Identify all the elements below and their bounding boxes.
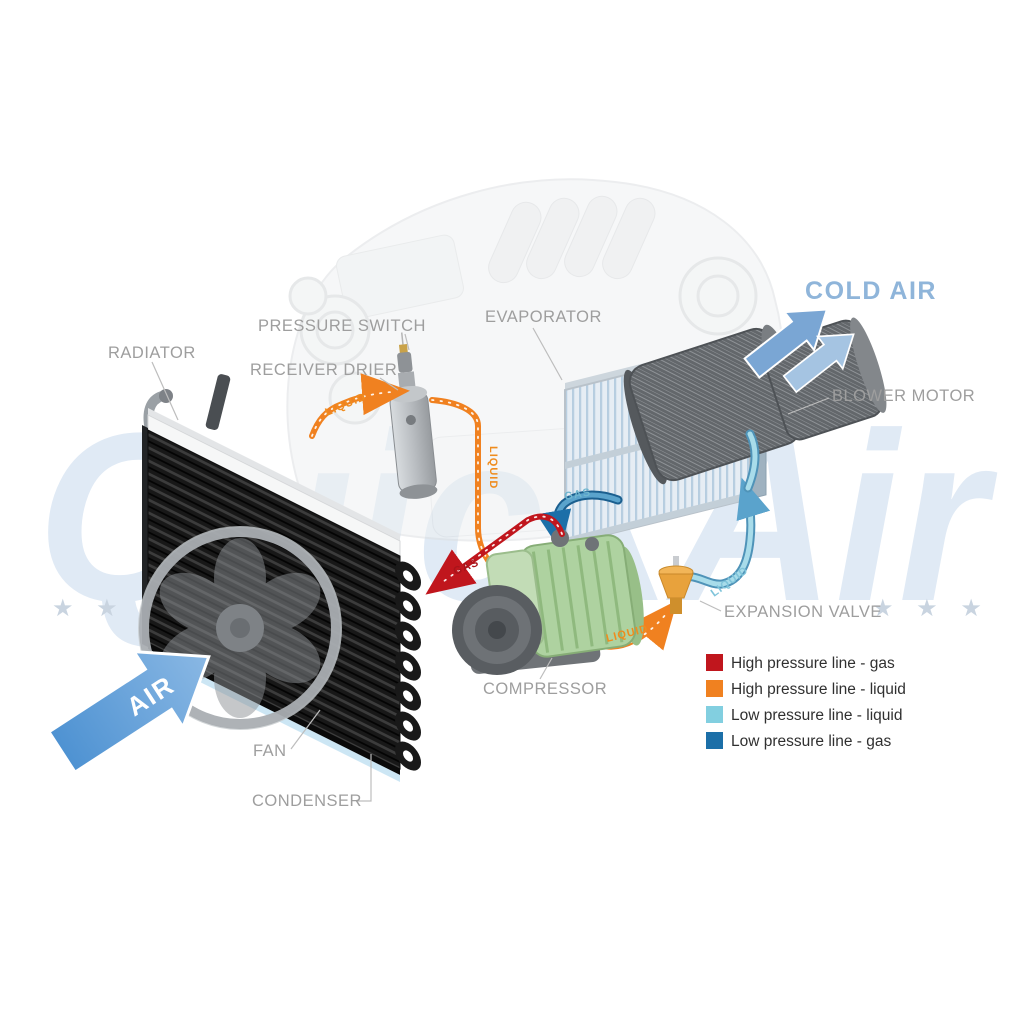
legend: High pressure line - gas High pressure l… <box>706 654 906 750</box>
legend-swatch-lp-gas <box>706 732 723 749</box>
legend-label-lp-liquid: Low pressure line - liquid <box>731 707 902 724</box>
evaporator-label: EVAPORATOR <box>485 308 602 326</box>
compressor-label: COMPRESSOR <box>483 680 607 698</box>
legend-swatch-hp-gas <box>706 654 723 671</box>
cold-air-arrow-1 <box>743 308 829 379</box>
fan-label: FAN <box>253 742 287 760</box>
pipe-high-pressure-gas <box>425 513 565 595</box>
condenser-coils <box>395 561 421 771</box>
watermark-stars-right: ★ ★ ★ <box>872 595 990 622</box>
pressure-switch-label: PRESSURE SWITCH <box>258 317 426 335</box>
receiver-drier-label: RECEIVER DRIER <box>250 361 397 379</box>
expansion-valve-label: EXPANSION VALVE <box>724 603 882 621</box>
cold-air-label: COLD AIR <box>805 277 937 305</box>
compressor <box>452 529 644 675</box>
cold-air-arrow-2 <box>782 333 855 394</box>
legend-swatch-hp-liquid <box>706 680 723 697</box>
air-arrow: AIR <box>46 649 211 775</box>
legend-label-hp-liquid: High pressure line - liquid <box>731 681 906 698</box>
radiator-label: RADIATOR <box>108 344 196 362</box>
pressure-switch <box>398 344 408 354</box>
legend-label-hp-gas: High pressure line - gas <box>731 655 895 672</box>
flow-label-liquid-2: LIQUID <box>487 446 499 489</box>
blower-motor-label: BLOWER MOTOR <box>832 387 975 405</box>
condenser-label: CONDENSER <box>252 792 362 810</box>
legend-label-lp-gas: Low pressure line - gas <box>731 733 891 750</box>
flow-label-gas-blue: GAS <box>563 486 592 502</box>
legend-swatch-lp-liquid <box>706 706 723 723</box>
pipe-condenser-to-drier <box>309 373 410 439</box>
condenser <box>142 408 421 783</box>
expansion-valve <box>658 556 694 614</box>
leader-lines <box>151 327 830 802</box>
pipe-low-pressure-liquid <box>671 429 771 589</box>
